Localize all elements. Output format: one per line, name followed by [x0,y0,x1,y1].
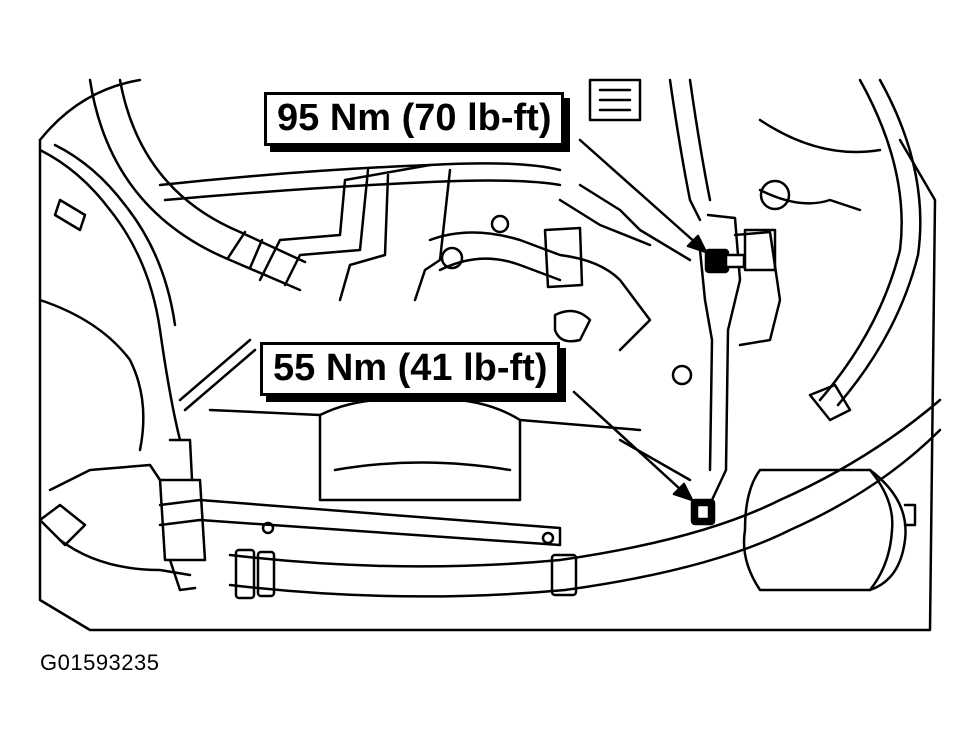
torque-callout-upper: 95 Nm (70 lb-ft) [264,92,565,146]
frame-rail [38,438,562,592]
filter-canister [742,468,917,592]
drawing-outline [38,78,937,632]
leader-arrow-2 [572,390,694,502]
torque-callout-lower: 55 Nm (41 lb-ft) [260,342,561,396]
engine-block [428,183,693,386]
leader-arrow-1 [578,138,708,254]
left-wire-harness [38,143,257,452]
upper-bolt [704,248,746,274]
lower-hose [228,398,942,600]
crossmember [208,397,692,502]
fuel-lines [158,162,562,302]
mount-bracket [698,213,782,502]
upper-left-hose [88,78,307,292]
lower-nut [690,498,716,526]
right-components [588,78,922,422]
figure-id: G01593235 [40,650,160,675]
